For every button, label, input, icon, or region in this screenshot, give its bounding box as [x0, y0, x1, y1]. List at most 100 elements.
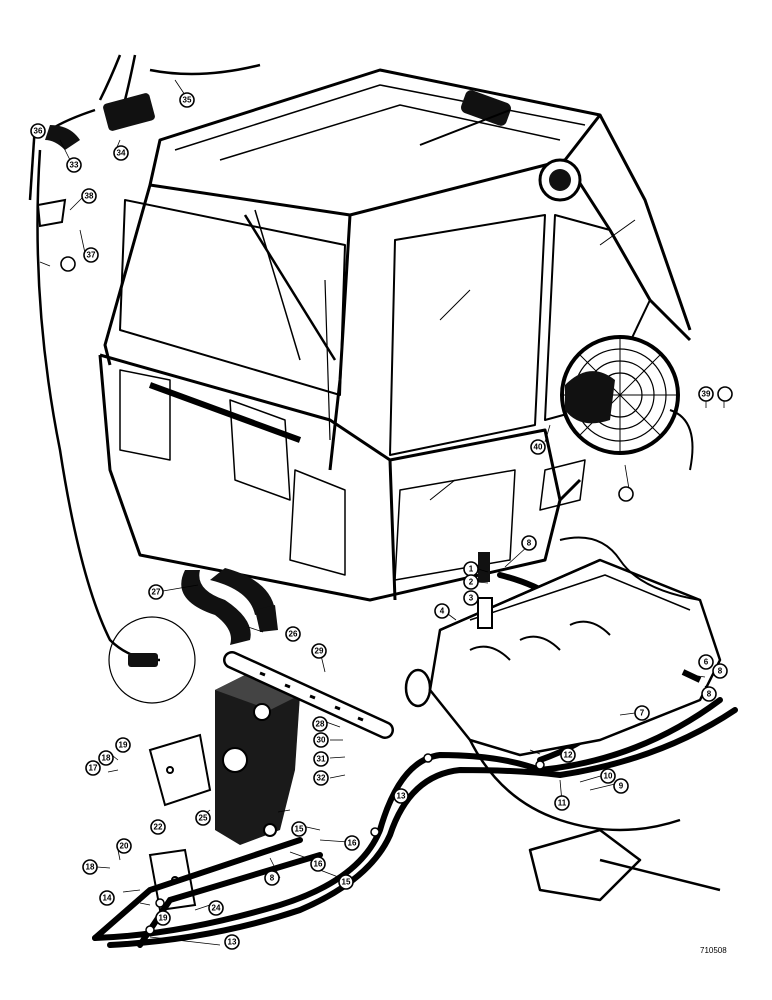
drawing-number: 710508 — [700, 946, 727, 955]
defroster-hose — [181, 568, 278, 645]
svg-text:27: 27 — [152, 588, 161, 597]
callout-8d: 8 — [264, 870, 280, 886]
svg-text:22: 22 — [154, 823, 163, 832]
svg-text:11: 11 — [558, 799, 567, 808]
callout-26: 29 — [311, 643, 327, 659]
callout-13b: 13 — [224, 934, 240, 950]
callout-2: 2 — [463, 574, 479, 590]
callout-16b: 16 — [310, 856, 326, 872]
callout-21: 24 — [208, 900, 224, 916]
callout-25: 28 — [312, 716, 328, 732]
callout-12: 12 — [560, 747, 576, 763]
callout-8c: 8 — [701, 686, 717, 702]
callout-36: 39 — [698, 386, 714, 402]
callout-16a: 16 — [344, 835, 360, 851]
callout-11: 11 — [554, 795, 570, 811]
svg-text:31: 31 — [317, 755, 326, 764]
svg-text:18: 18 — [86, 863, 95, 872]
callout-38 — [618, 486, 634, 502]
svg-text:9: 9 — [619, 782, 624, 791]
svg-text:25: 25 — [199, 814, 208, 823]
cab-fan-assembly — [560, 335, 694, 471]
callout-8a: 8 — [521, 535, 537, 551]
svg-text:15: 15 — [342, 878, 351, 887]
svg-text:1: 1 — [469, 565, 474, 574]
svg-text:3: 3 — [469, 594, 474, 603]
callout-24: 27 — [148, 584, 164, 600]
cab-frame — [98, 68, 692, 602]
svg-text:30: 30 — [317, 736, 326, 745]
svg-text:4: 4 — [440, 607, 445, 616]
callout-15b: 15 — [338, 874, 354, 890]
connector-detail-circle — [108, 616, 196, 704]
svg-text:38: 38 — [85, 192, 94, 201]
svg-text:13: 13 — [228, 938, 237, 947]
svg-text:17: 17 — [89, 764, 98, 773]
callout-37: 40 — [530, 439, 546, 455]
svg-text:2: 2 — [469, 578, 474, 587]
callout-4: 4 — [434, 603, 450, 619]
svg-text:37: 37 — [87, 251, 96, 260]
svg-text:26: 26 — [289, 630, 298, 639]
svg-text:40: 40 — [534, 443, 543, 452]
svg-text:20: 20 — [120, 842, 129, 851]
callout-13a: 13 — [393, 788, 409, 804]
callout-14: 14 — [99, 890, 115, 906]
dome-light — [538, 158, 582, 202]
svg-text:29: 29 — [315, 647, 324, 656]
callout-6: 6 — [698, 654, 714, 670]
callout-17a: 17 — [85, 760, 101, 776]
callout-19b: 20 — [116, 838, 132, 854]
svg-text:36: 36 — [34, 127, 43, 136]
svg-text:8: 8 — [527, 539, 532, 548]
svg-text:16: 16 — [348, 839, 357, 848]
svg-text:33: 33 — [70, 161, 79, 170]
callout-23: 26 — [285, 626, 301, 642]
heater-core — [215, 675, 300, 845]
switch-assembly — [36, 93, 155, 228]
callout-15a: 15 — [291, 821, 307, 837]
callout-7: 7 — [634, 705, 650, 721]
svg-text:28: 28 — [316, 720, 325, 729]
callout-35: 38 — [81, 188, 97, 204]
callout-28: 31 — [313, 751, 329, 767]
callout-20: 22 — [150, 819, 166, 835]
svg-text:39: 39 — [702, 390, 711, 399]
svg-text:6: 6 — [704, 658, 709, 667]
svg-text:15: 15 — [295, 825, 304, 834]
callout-22: 25 — [195, 810, 211, 826]
callout-29: 32 — [313, 770, 329, 786]
callout-27: 30 — [313, 732, 329, 748]
svg-text:10: 10 — [604, 772, 613, 781]
svg-text:19: 19 — [119, 741, 128, 750]
callout-8b: 8 — [712, 663, 728, 679]
callout-32: 35 — [179, 92, 195, 108]
svg-text:16: 16 — [314, 860, 323, 869]
svg-text:32: 32 — [317, 774, 326, 783]
hose-clamps — [145, 753, 545, 935]
callout-9: 9 — [613, 778, 629, 794]
svg-text:34: 34 — [117, 149, 126, 158]
callout-19a: 19 — [115, 737, 131, 753]
callout-34: 37 — [83, 247, 99, 263]
svg-text:24: 24 — [212, 904, 221, 913]
engine-block — [404, 536, 722, 902]
callout-40 — [717, 386, 733, 402]
svg-text:18: 18 — [102, 754, 111, 763]
svg-text:19: 19 — [159, 914, 168, 923]
svg-text:8: 8 — [707, 690, 712, 699]
callout-33: 36 — [30, 123, 46, 139]
svg-text:14: 14 — [103, 894, 112, 903]
svg-text:8: 8 — [270, 874, 275, 883]
callout-18a: 18 — [98, 750, 114, 766]
callout-3: 3 — [463, 590, 479, 606]
callout-39 — [60, 256, 76, 272]
wiper-motor — [419, 90, 511, 146]
air-distribution-tube — [223, 651, 394, 739]
svg-text:13: 13 — [397, 792, 406, 801]
svg-text:12: 12 — [564, 751, 573, 760]
callout-17b: 18 — [82, 859, 98, 875]
svg-text:7: 7 — [640, 709, 645, 718]
callout-31: 34 — [113, 145, 129, 161]
